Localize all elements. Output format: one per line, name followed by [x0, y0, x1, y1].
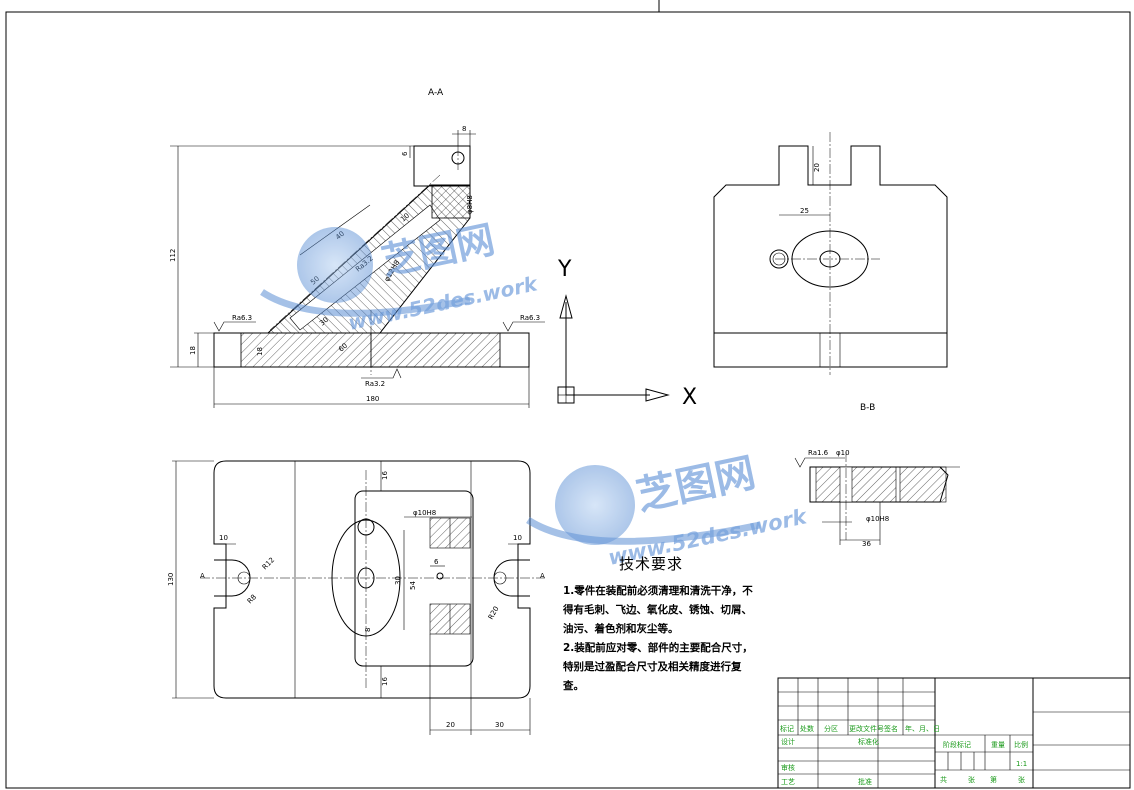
- dim-plan-r20: R20: [487, 605, 501, 621]
- dim-slant-60: 60: [337, 342, 349, 354]
- tb-standard: 标准化: [858, 737, 879, 746]
- tech-req-title: 技术要求: [619, 555, 684, 573]
- base-hatch-right: [370, 332, 501, 368]
- watermark-brand-bottom: 芝图网: [633, 450, 760, 520]
- watermark-bottom: 芝图网 www.52des.work: [526, 450, 811, 570]
- ra-left: Ra6.3: [232, 314, 252, 322]
- technical-requirements: 技术要求 1.零件在装配前必须清理和清洗干净，不 得有毛刺、飞边、氧化皮、锈蚀、…: [563, 553, 753, 696]
- tb-design: 设计: [781, 737, 795, 746]
- dim-front-width: 180: [366, 395, 379, 403]
- dim-base-height: 18: [189, 346, 197, 355]
- tech-req-line-4: 2.装配前应对零、部件的主要配合尺寸，: [563, 642, 753, 654]
- tb-sign: 签名: [884, 724, 898, 733]
- plan-arrow-a-left: A: [200, 572, 205, 580]
- tb-scale: 1:1: [1016, 760, 1027, 768]
- dim-slant-30: 30: [318, 316, 330, 328]
- dim-plan-10-right: 10: [513, 534, 522, 542]
- dim-plan-54: 54: [409, 581, 417, 590]
- dim-plan-r8: R8: [246, 593, 258, 605]
- dim-detail-phi10: φ10: [836, 449, 850, 457]
- plan-view: A A 130 16 16 10 10 R12 R8 R20 φ10H8 6 5…: [167, 460, 545, 735]
- dim-slant-10: 10: [399, 212, 411, 224]
- tb-weight: 重量: [991, 741, 1005, 749]
- tb-approve: 批准: [858, 777, 872, 786]
- tb-sheet2: 张: [1018, 775, 1025, 784]
- section-label-bb: B-B: [860, 403, 875, 413]
- dim-detail-phi-h8: φ10H8: [866, 515, 889, 523]
- section-label-aa: A-A: [428, 88, 444, 98]
- tech-req-line-3: 油污、着色剂和灰尘等。: [563, 623, 679, 635]
- dim-plan-10-left: 10: [219, 534, 228, 542]
- tb-page: 第: [990, 775, 997, 784]
- axis-indicator: X Y: [557, 257, 697, 410]
- dim-side-20: 20: [813, 163, 821, 172]
- detail-view: Ra1.6 φ10 36 φ10H8: [794, 449, 960, 548]
- tb-stage-mark: 阶段标记: [943, 740, 971, 749]
- tech-req-line-5: 特别是过盈配合尺寸及相关精度进行复: [563, 661, 742, 673]
- dim-top-w: 8: [462, 125, 466, 133]
- base-hatch-left: [240, 332, 372, 368]
- tb-date: 年、月、日: [905, 724, 940, 733]
- ra-detail: Ra1.6: [808, 449, 829, 457]
- dim-plan-6: 6: [434, 558, 439, 566]
- tb-doc-no: 更改文件号: [849, 724, 884, 733]
- dim-top-h: 6: [401, 151, 409, 156]
- tb-mark: 标记: [780, 724, 794, 733]
- tb-sheets: 张: [968, 775, 975, 784]
- dim-front-height: 112: [169, 249, 177, 262]
- dim-plan-16-top: 16: [381, 471, 389, 480]
- dim-plan-8: 8: [364, 628, 372, 632]
- dim-base-inner: 18: [256, 347, 264, 356]
- tb-count: 处数: [800, 724, 814, 733]
- dim-plan-20: 20: [446, 721, 455, 729]
- tb-total: 共: [940, 775, 947, 784]
- dim-plan-phi10: φ10H8: [413, 509, 436, 517]
- plan-arrow-a-right: A: [540, 572, 545, 580]
- dim-side-25: 25: [800, 207, 809, 215]
- watermark-globe-icon: [297, 227, 373, 303]
- dim-plan-30: 30: [394, 576, 402, 585]
- dim-plan-30b: 30: [495, 721, 504, 729]
- tb-scale-label: 比例: [1014, 740, 1028, 749]
- ra-right: Ra6.3: [520, 314, 540, 322]
- ra-bottom: Ra3.2: [365, 380, 385, 388]
- dim-detail-36: 36: [862, 540, 871, 548]
- side-view: 25 20 B-B: [713, 132, 948, 413]
- title-block: 标记 处数 分区 更改文件号 签名 年、月、日 设计 标准化 阶段标记 重量 比…: [777, 677, 1131, 789]
- watermark-globe-icon-2: [555, 465, 635, 545]
- dim-phi-top: φ8H8: [466, 195, 474, 214]
- tb-review: 审核: [781, 763, 795, 772]
- tech-req-line-1: 1.零件在装配前必须清理和清洗干净，不: [563, 585, 753, 597]
- axis-y-label: Y: [557, 257, 572, 282]
- dim-plan-height: 130: [167, 573, 175, 586]
- drawing-frame: [5, 11, 1131, 789]
- axis-x-label: X: [682, 385, 697, 410]
- tb-zone: 分区: [824, 724, 838, 733]
- tech-req-line-6: 查。: [563, 680, 584, 692]
- tb-process: 工艺: [781, 778, 795, 786]
- tech-req-line-2: 得有毛刺、飞边、氧化皮、锈蚀、切屑、: [563, 604, 752, 616]
- dim-plan-r12: R12: [261, 556, 276, 571]
- dim-plan-16-bottom: 16: [381, 677, 389, 686]
